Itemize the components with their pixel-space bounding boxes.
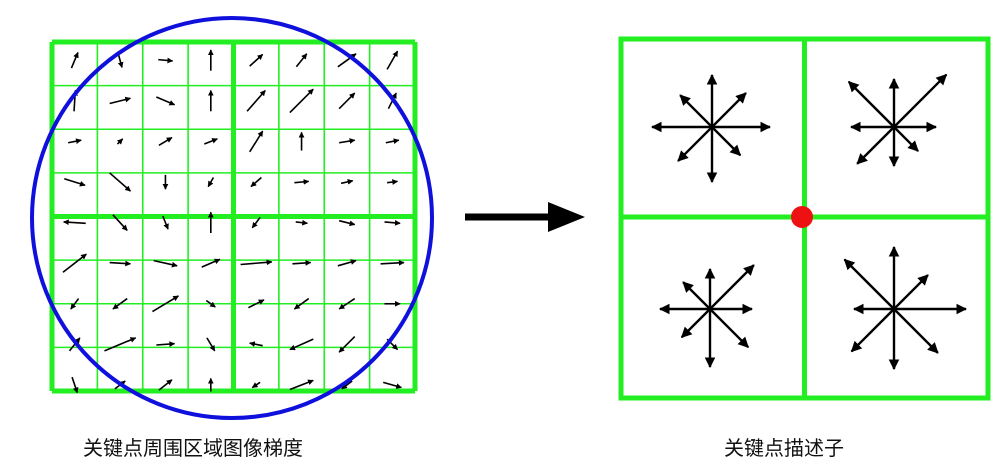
gradient-arrow — [339, 138, 356, 144]
keypoint-gradient-region — [30, 16, 434, 420]
orientation-arrow — [847, 80, 895, 128]
gradient-arrow — [204, 138, 218, 145]
gradient-arrow — [156, 96, 176, 106]
gradient-arrow — [116, 138, 124, 145]
gradient-arrow — [341, 380, 353, 390]
orientation-arrow — [893, 73, 948, 128]
histogram-bottom-right — [843, 245, 968, 371]
gradient-arrow — [251, 381, 261, 389]
gradient-arrow — [104, 337, 137, 352]
gradient-arrow — [71, 376, 79, 394]
right-caption: 关键点描述子 — [724, 436, 844, 460]
orientation-arrow — [680, 308, 711, 339]
keypoint-dot — [791, 206, 813, 228]
orientation-arrow — [893, 274, 929, 310]
transform-arrow — [465, 202, 585, 232]
keypoint-descriptor — [618, 36, 991, 401]
orientation-arrow — [682, 281, 711, 310]
gradient-arrow — [158, 136, 173, 147]
gradient-arrow — [207, 177, 215, 188]
gradient-arrow — [246, 89, 266, 112]
histogram-top-right — [847, 73, 948, 168]
gradient-arrow — [68, 138, 82, 144]
gradient-arrow — [387, 179, 399, 185]
orientation-arrow — [711, 92, 747, 128]
orientation-arrow — [893, 308, 939, 354]
gradient-arrow — [292, 260, 312, 266]
gradient-arrow — [64, 178, 86, 187]
gradient-arrow — [201, 258, 221, 268]
gradient-arrow — [249, 341, 263, 347]
gradient-arrow — [109, 260, 132, 267]
gradient-arrow — [294, 178, 310, 185]
orientation-arrow — [711, 126, 742, 157]
gradient-arrow — [240, 259, 273, 266]
gradient-arrow — [158, 379, 173, 391]
gradient-arrow — [340, 179, 354, 185]
gradient-arrow — [206, 337, 216, 352]
orientation-arrow — [709, 264, 755, 310]
gradient-grid — [49, 39, 418, 394]
gradient-arrow — [382, 381, 402, 389]
orientation-arrow — [677, 126, 713, 162]
orientation-arrow — [856, 126, 895, 165]
left-caption: 关键点周围区域图像梯度 — [83, 436, 303, 460]
orientation-arrow — [843, 258, 895, 310]
gradient-arrow — [156, 341, 176, 347]
gradient-arrow — [386, 50, 399, 70]
gradient-arrow — [62, 253, 87, 273]
gradient-arrow — [249, 130, 264, 153]
gradient-arrow — [385, 138, 400, 144]
gradient-arrow — [158, 57, 174, 64]
gradient-arrow — [384, 219, 401, 226]
gradient-arrow — [70, 298, 80, 310]
gradient-arrow — [109, 172, 131, 192]
gradient-arrow — [153, 259, 178, 268]
gradient-arrow — [337, 53, 357, 68]
gradient-arrow — [250, 176, 262, 188]
gradient-arrow — [295, 53, 308, 68]
gaussian-window-circle — [30, 16, 434, 420]
gradient-arrow — [338, 92, 356, 110]
orientation-arrow — [850, 308, 895, 353]
gradient-arrow — [338, 219, 356, 227]
gradient-arrow — [205, 299, 216, 308]
gradient-arrow — [152, 295, 179, 313]
gradient-arrow — [295, 219, 308, 226]
gradient-arrow — [289, 88, 314, 114]
gradient-arrow — [109, 96, 132, 105]
gradient-arrow — [380, 259, 405, 266]
gradient-arrow — [249, 53, 264, 67]
gradient-arrow — [338, 297, 356, 310]
gradient-arrow — [289, 379, 314, 391]
gradient-arrow — [338, 335, 356, 353]
orientation-arrow — [679, 94, 713, 128]
histogram-bottom-left — [658, 264, 755, 369]
gradient-arrow — [63, 219, 86, 226]
histogram-top-left — [650, 73, 772, 184]
gradient-arrow — [289, 338, 314, 351]
orientation-arrow — [893, 126, 919, 152]
gradient-arrow — [251, 216, 261, 229]
gradient-arrow — [293, 297, 310, 310]
gradient-arrow — [112, 297, 128, 310]
gradient-arrow — [112, 214, 128, 231]
gradient-arrow — [70, 51, 79, 69]
orientation-histograms — [650, 73, 968, 371]
orientation-arrow — [709, 308, 750, 349]
gradient-arrow — [248, 299, 265, 309]
gradient-arrow — [337, 259, 357, 267]
gradient-arrow — [162, 215, 169, 230]
